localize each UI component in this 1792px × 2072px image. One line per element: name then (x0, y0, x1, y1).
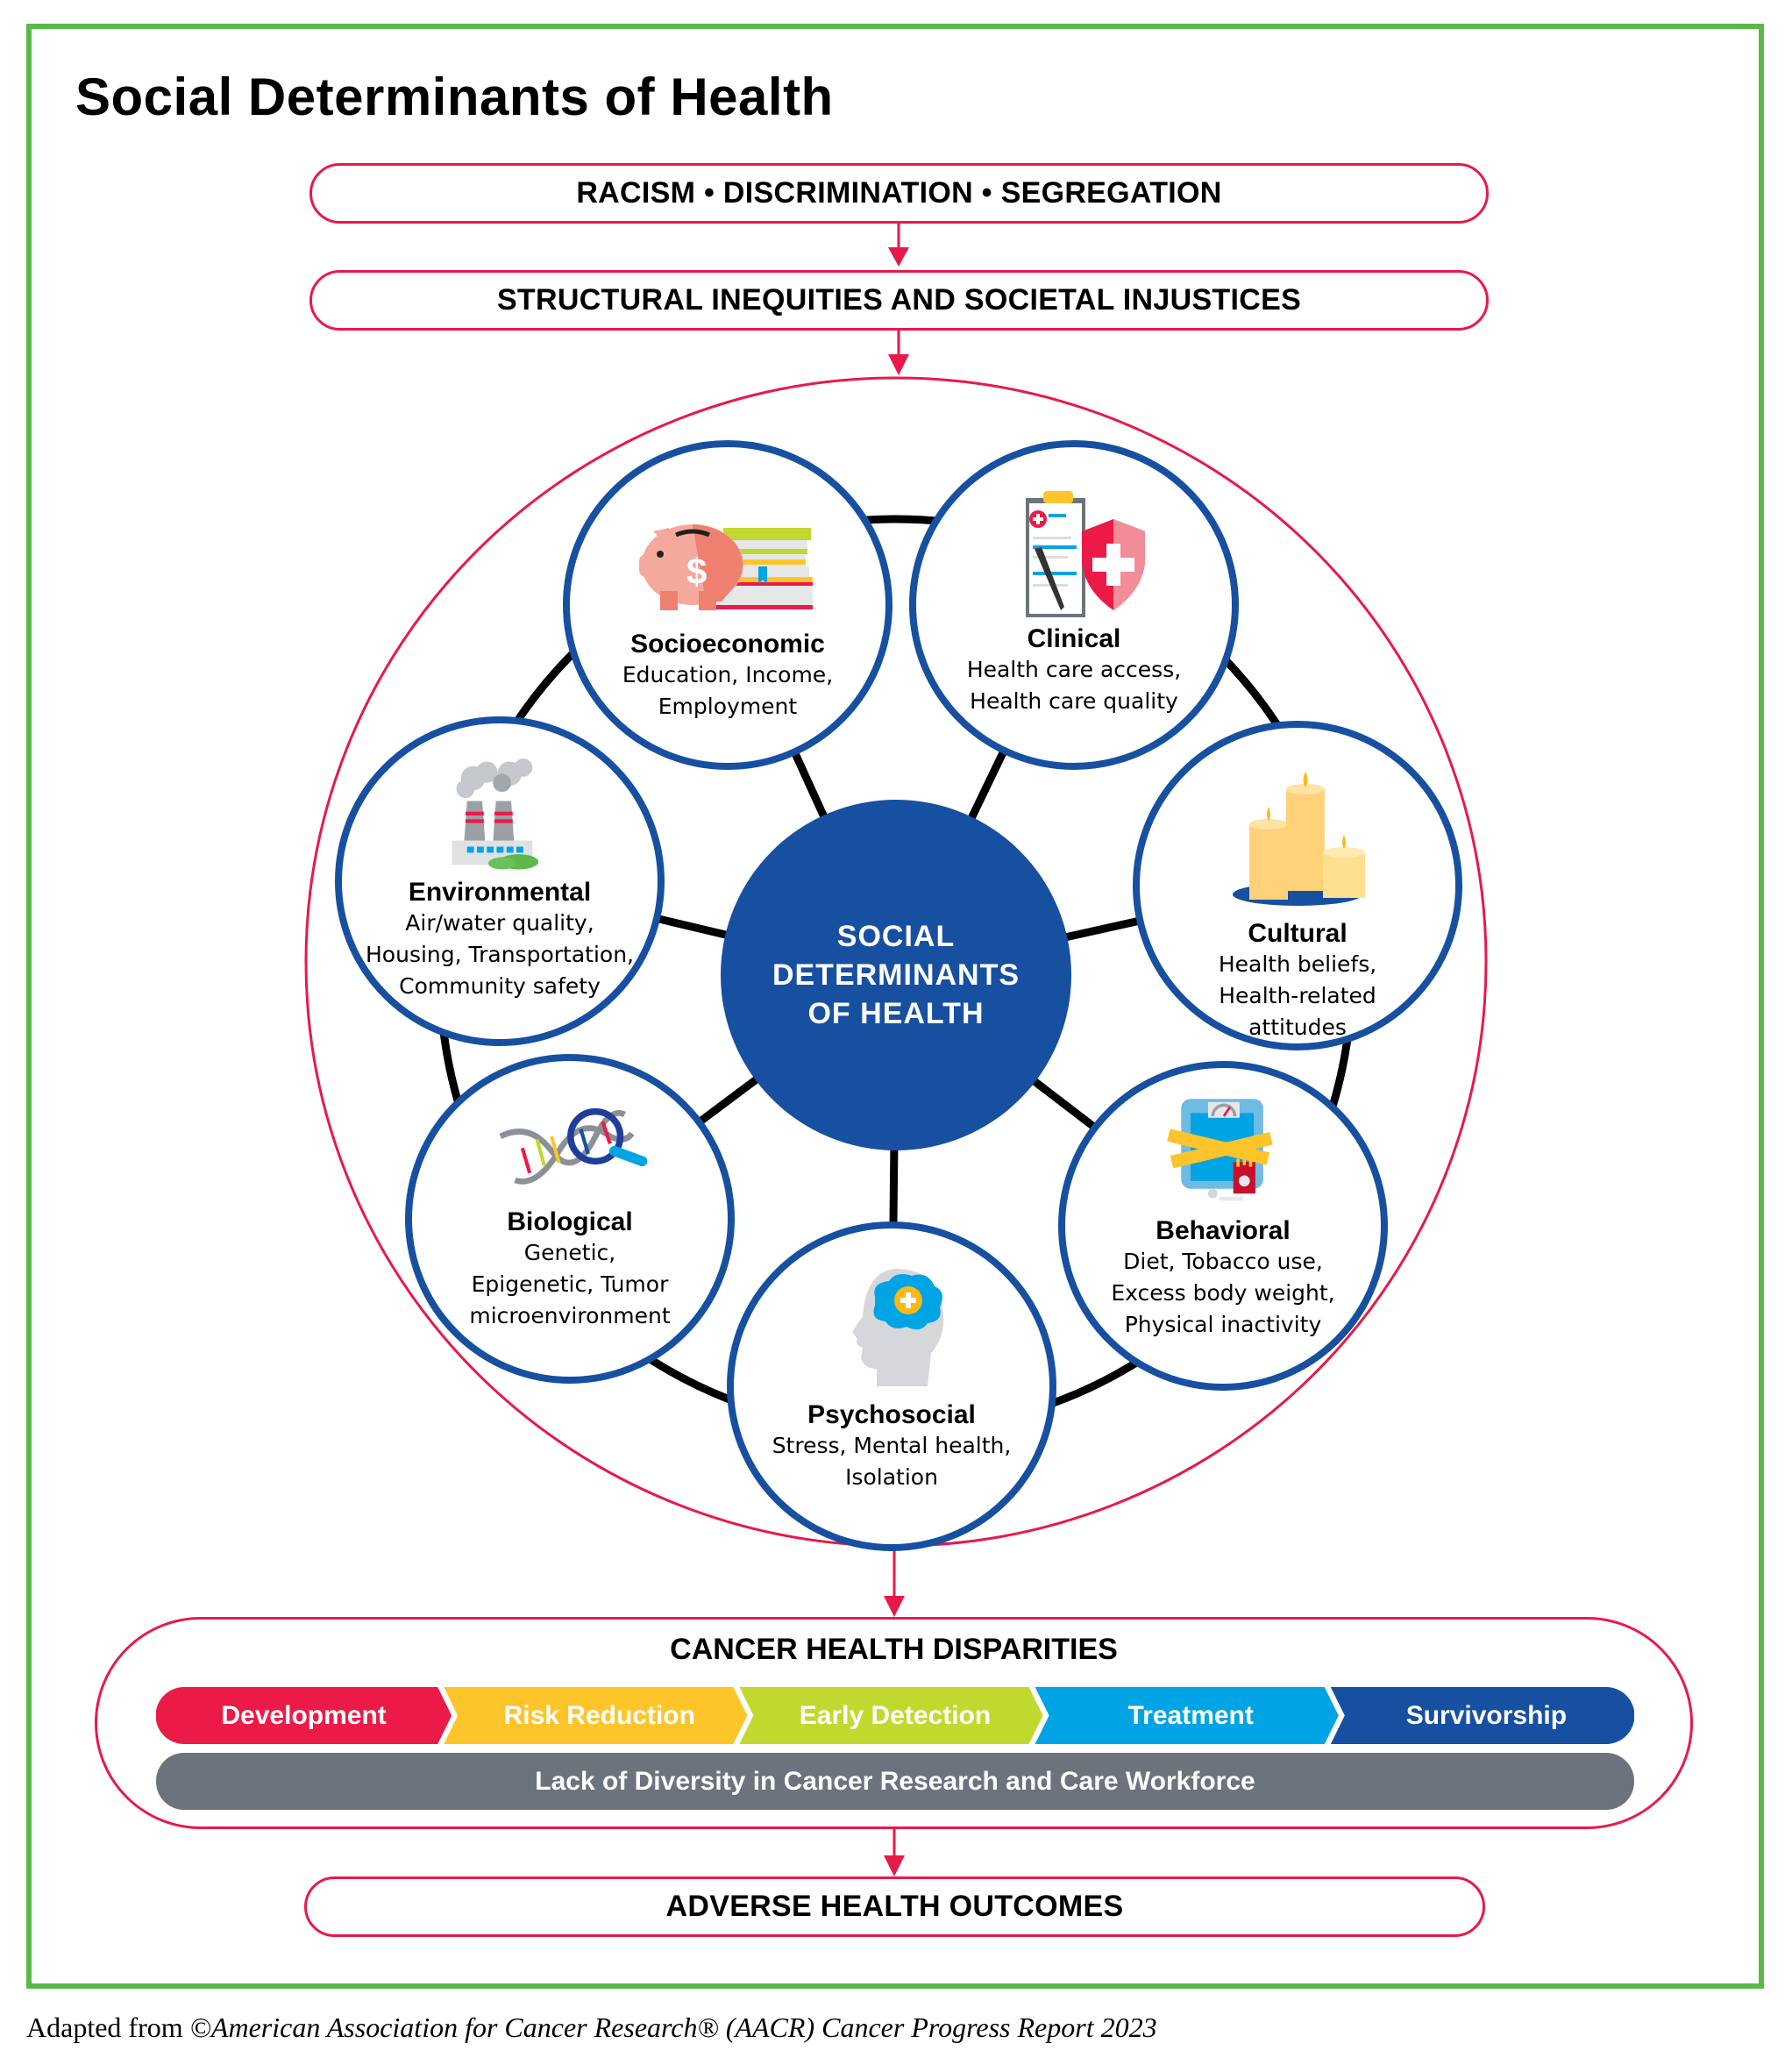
sdoh-hub-circle: SOCIAL DETERMINANTS OF HEALTH (721, 800, 1071, 1150)
head-brain-icon (852, 1269, 944, 1386)
determinant-name: Psychosocial (807, 1400, 976, 1429)
credit-prefix: Adapted from (26, 2011, 190, 2043)
source-credit: Adapted from ©American Association for C… (26, 2011, 1157, 2044)
scale-tape-cigarettes-icon (1167, 1099, 1273, 1201)
determinant-name: Cultural (1248, 919, 1348, 948)
cancer-continuum-row: Development Risk Reduction Early Detecti… (156, 1687, 1634, 1744)
adverse-health-outcomes-pill: ADVERSE HEALTH OUTCOMES (304, 1876, 1485, 1937)
stage-early-detection: Early Detection (799, 1700, 992, 1730)
determinant-name: Environmental (408, 878, 592, 907)
workforce-diversity-label: Lack of Diversity in Cancer Research and… (535, 1766, 1255, 1796)
chevron-early-detection (739, 1687, 1043, 1744)
determinant-behavioral: Behavioral Diet, Tobacco use, Excess bod… (1058, 1061, 1388, 1391)
outer-frame (26, 24, 1764, 1989)
piggy-bank-books-icon: $ (639, 524, 813, 610)
determinant-name: Clinical (1027, 624, 1121, 653)
determinant-desc: Genetic, Epigenetic, Tumor microenvironm… (469, 1240, 671, 1328)
determinant-socioeconomic: $ Socioeconomic Education, Income, Emplo… (563, 440, 892, 770)
stage-survivorship: Survivorship (1405, 1700, 1568, 1730)
determinant-name: Socioeconomic (630, 630, 825, 659)
determinant-clinical: Clinical Health care access, Health care… (909, 440, 1239, 770)
candles-icon (1233, 772, 1365, 906)
chevron-survivorship (1330, 1687, 1634, 1744)
determinant-desc: Health beliefs, Health-related attitudes (1218, 951, 1377, 1040)
determinant-desc: Diet, Tobacco use, Excess body weight, P… (1111, 1249, 1335, 1337)
factory-smoke-icon (452, 758, 539, 870)
determinant-psychosocial: Psychosocial Stress, Mental health, Isol… (727, 1221, 1056, 1551)
page-title: Social Determinants of Health (75, 68, 834, 126)
credit-source: ©American Association for Cancer Researc… (189, 2011, 1157, 2043)
svg-text:$: $ (686, 551, 707, 592)
dna-magnifier-icon (499, 1107, 648, 1185)
flow-arrow-1 (888, 224, 909, 267)
determinant-biological: Biological Genetic, Epigenetic, Tumor mi… (405, 1054, 735, 1384)
determinant-environmental: Environmental Air/water quality, Housing… (335, 716, 665, 1046)
structural-inequities-pill: STRUCTURAL INEQUITIES AND SOCIETAL INJUS… (309, 270, 1489, 331)
chevron-risk-reduction (444, 1687, 748, 1744)
stage-treatment: Treatment (1127, 1700, 1254, 1730)
determinant-name: Biological (507, 1207, 633, 1236)
hub-label: SOCIAL DETERMINANTS OF HEALTH (772, 920, 1020, 1030)
determinant-desc: Air/water quality, Housing, Transportati… (366, 910, 634, 999)
clipboard-shield-icon (1026, 491, 1145, 617)
determinant-desc: Education, Income, Employment (622, 662, 834, 719)
flow-arrow-3 (884, 1546, 905, 1617)
disparities-title: CANCER HEALTH DISPARITIES (670, 1633, 1118, 1666)
determinant-desc: Health care access, Health care quality (966, 657, 1182, 714)
racism-discrimination-segregation-pill: RACISM • DISCRIMINATION • SEGREGATION (309, 163, 1489, 224)
determinant-name: Behavioral (1156, 1216, 1291, 1245)
stage-risk-reduction: Risk Reduction (503, 1700, 695, 1730)
stage-development: Development (221, 1700, 387, 1730)
continuum-chevrons (156, 1687, 1634, 1744)
flow-arrow-2 (888, 331, 909, 375)
determinant-desc: Stress, Mental health, Isolation (772, 1433, 1012, 1490)
workforce-diversity-bar: Lack of Diversity in Cancer Research and… (156, 1753, 1634, 1810)
determinant-cultural: Cultural Health beliefs, Health-related … (1133, 721, 1462, 1050)
flow-arrow-4 (884, 1829, 905, 1876)
chevron-development (156, 1687, 452, 1744)
cancer-health-disparities-box (95, 1617, 1693, 1829)
chevron-treatment (1035, 1687, 1339, 1744)
